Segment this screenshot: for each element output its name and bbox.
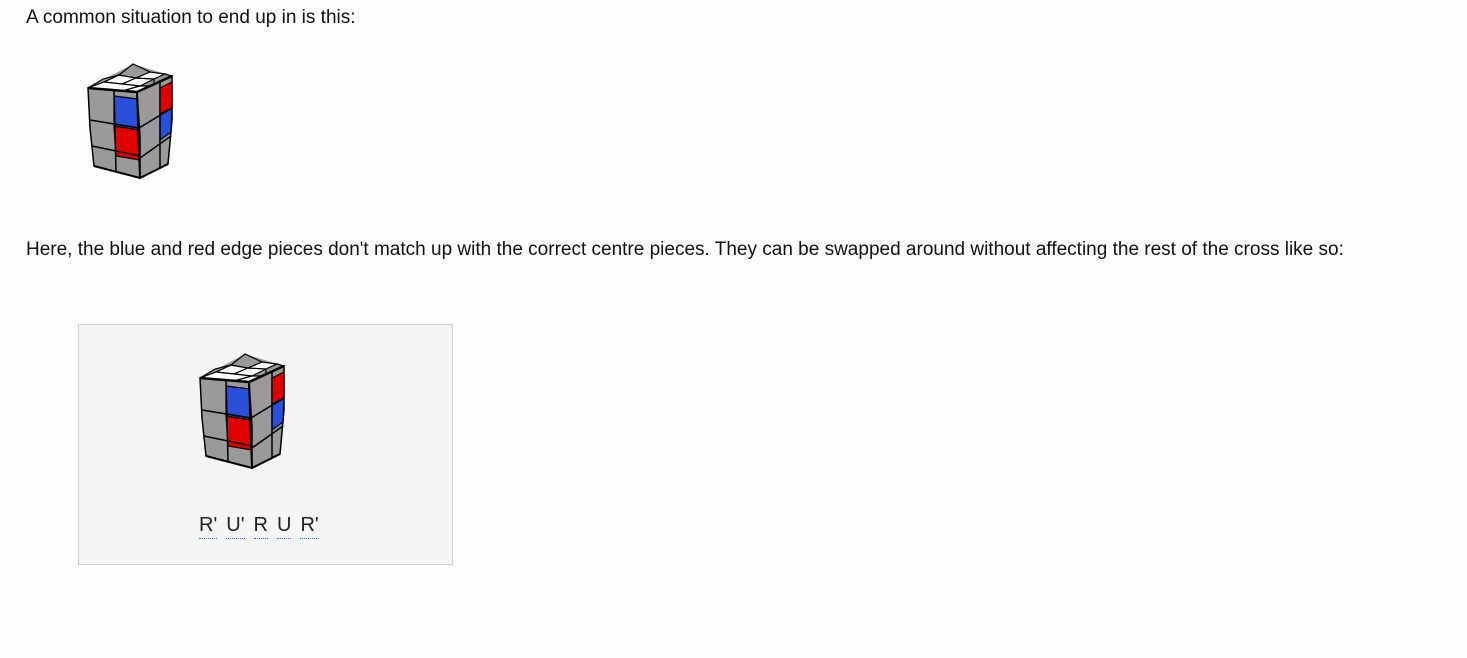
- cube-front-face: [87, 87, 141, 179]
- explanation-paragraph: Here, the blue and red edge pieces don't…: [26, 239, 1344, 260]
- move-link-5[interactable]: R': [300, 513, 319, 539]
- move-link-2[interactable]: U': [226, 513, 245, 539]
- algorithm-moves: R' U' R U R': [199, 513, 319, 539]
- cube-right-face: [248, 364, 285, 470]
- algorithm-cube-diagram: [199, 353, 286, 470]
- move-link-4[interactable]: U: [276, 513, 292, 539]
- cube-front-face: [199, 377, 253, 469]
- cube-outline: [199, 364, 285, 470]
- cube-outline: [87, 74, 173, 180]
- move-link-3[interactable]: R: [253, 513, 268, 539]
- cube-diagram: [87, 63, 174, 180]
- move-link-1[interactable]: R': [199, 513, 218, 539]
- intro-paragraph: A common situation to end up in is this:: [26, 7, 356, 28]
- cube-right-face: [136, 74, 173, 180]
